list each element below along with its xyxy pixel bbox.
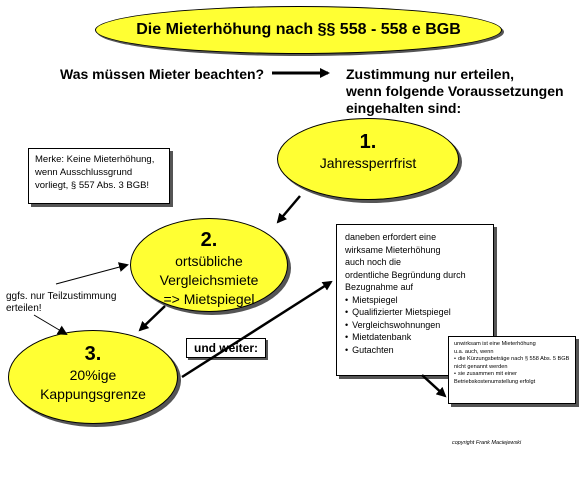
step-text: Vergleichsmiete [159,272,259,288]
info-list-item: Vergleichswohnungen [345,319,487,332]
step1-to-step2-arrow [276,195,301,224]
small-list: die Kürzungsbeträge nach § 558 Abs. 5 BG… [454,356,572,386]
info-line: auch noch die [345,257,402,267]
small-list-item: sie zusammen mit einer Betriebskostenums… [454,371,572,386]
info-line: Bezugnahme auf [345,282,414,292]
side-note-line: erteilen! [6,303,42,314]
info-list-item: Mietspiegel [345,294,487,307]
info-list-item: Qualifizierter Mietspiegel [345,306,487,319]
note-line: wenn Ausschlussgrund [35,167,133,178]
small-line: u.a. auch, wenn [454,348,494,355]
copyright-text: copyright Frank Maciejewski [452,440,522,446]
info-list-item: Gutachten [345,344,487,357]
small-line: unwirksam ist eine Mieterhöhung [454,341,536,347]
step-1-ellipse: 1. Jahressperrfrist [277,118,459,200]
answer-line: wenn folgende Voraussetzungen [346,83,564,99]
question-text: Was müssen Mieter beachten? [60,66,265,82]
note-line: Merke: Keine Mieterhöhung, [35,154,155,165]
answer-text: Zustimmung nur erteilen, wenn folgende V… [346,66,564,117]
step-text: Jahressperrfrist [319,155,417,171]
title-banner: Die Mieterhöhung nach §§ 558 - 558 e BGB [95,6,502,54]
step-2-ellipse: 2. ortsübliche Vergleichsmiete => Mietsp… [130,218,288,312]
step-3-ellipse: 3. 20%ige Kappungsgrenze [8,330,178,424]
page-title: Die Mieterhöhung nach §§ 558 - 558 e BGB [136,21,461,38]
step2-to-step3-arrow [138,305,166,332]
step3-to-info-arrow [181,280,333,379]
info-list: Mietspiegel Qualifizierter Mietspiegel V… [345,294,487,357]
step-text: Kappungsgrenze [40,386,146,402]
side-note-to-step3-arrow [33,314,68,336]
partial-consent-note: ggfs. nur Teilzustimmung erteilen! [6,291,116,315]
info-line: wirksame Mieterhöhung [345,244,441,255]
info-line: daneben erfordert eine [345,232,437,242]
answer-line: Zustimmung nur erteilen, [346,66,515,82]
step-number: 3. [84,343,102,365]
step-text: 20%ige [69,367,117,383]
step-text: => Mietspiegel [163,291,255,307]
side-note-to-step2-arrow [55,262,129,285]
answer-line: eingehalten sind: [346,100,462,116]
info-list-item: Mietdatenbank [345,331,487,344]
merke-note-box: Merke: Keine Mieterhöhung, wenn Ausschlu… [28,148,170,204]
side-note-line: ggfs. nur Teilzustimmung [6,291,117,302]
step-number: 1. [359,131,377,153]
small-list-item: die Kürzungsbeträge nach § 558 Abs. 5 BG… [454,356,572,371]
step-text: ortsübliche [175,253,243,269]
info-line: ordentliche Begründung durch [345,269,466,280]
info-to-small-arrow [421,374,447,398]
step-number: 2. [200,229,218,251]
unwirksam-note-box: unwirksam ist eine Mieterhöhung u.a. auc… [448,336,576,404]
note-line: vorliegt, § 557 Abs. 3 BGB! [35,180,150,191]
